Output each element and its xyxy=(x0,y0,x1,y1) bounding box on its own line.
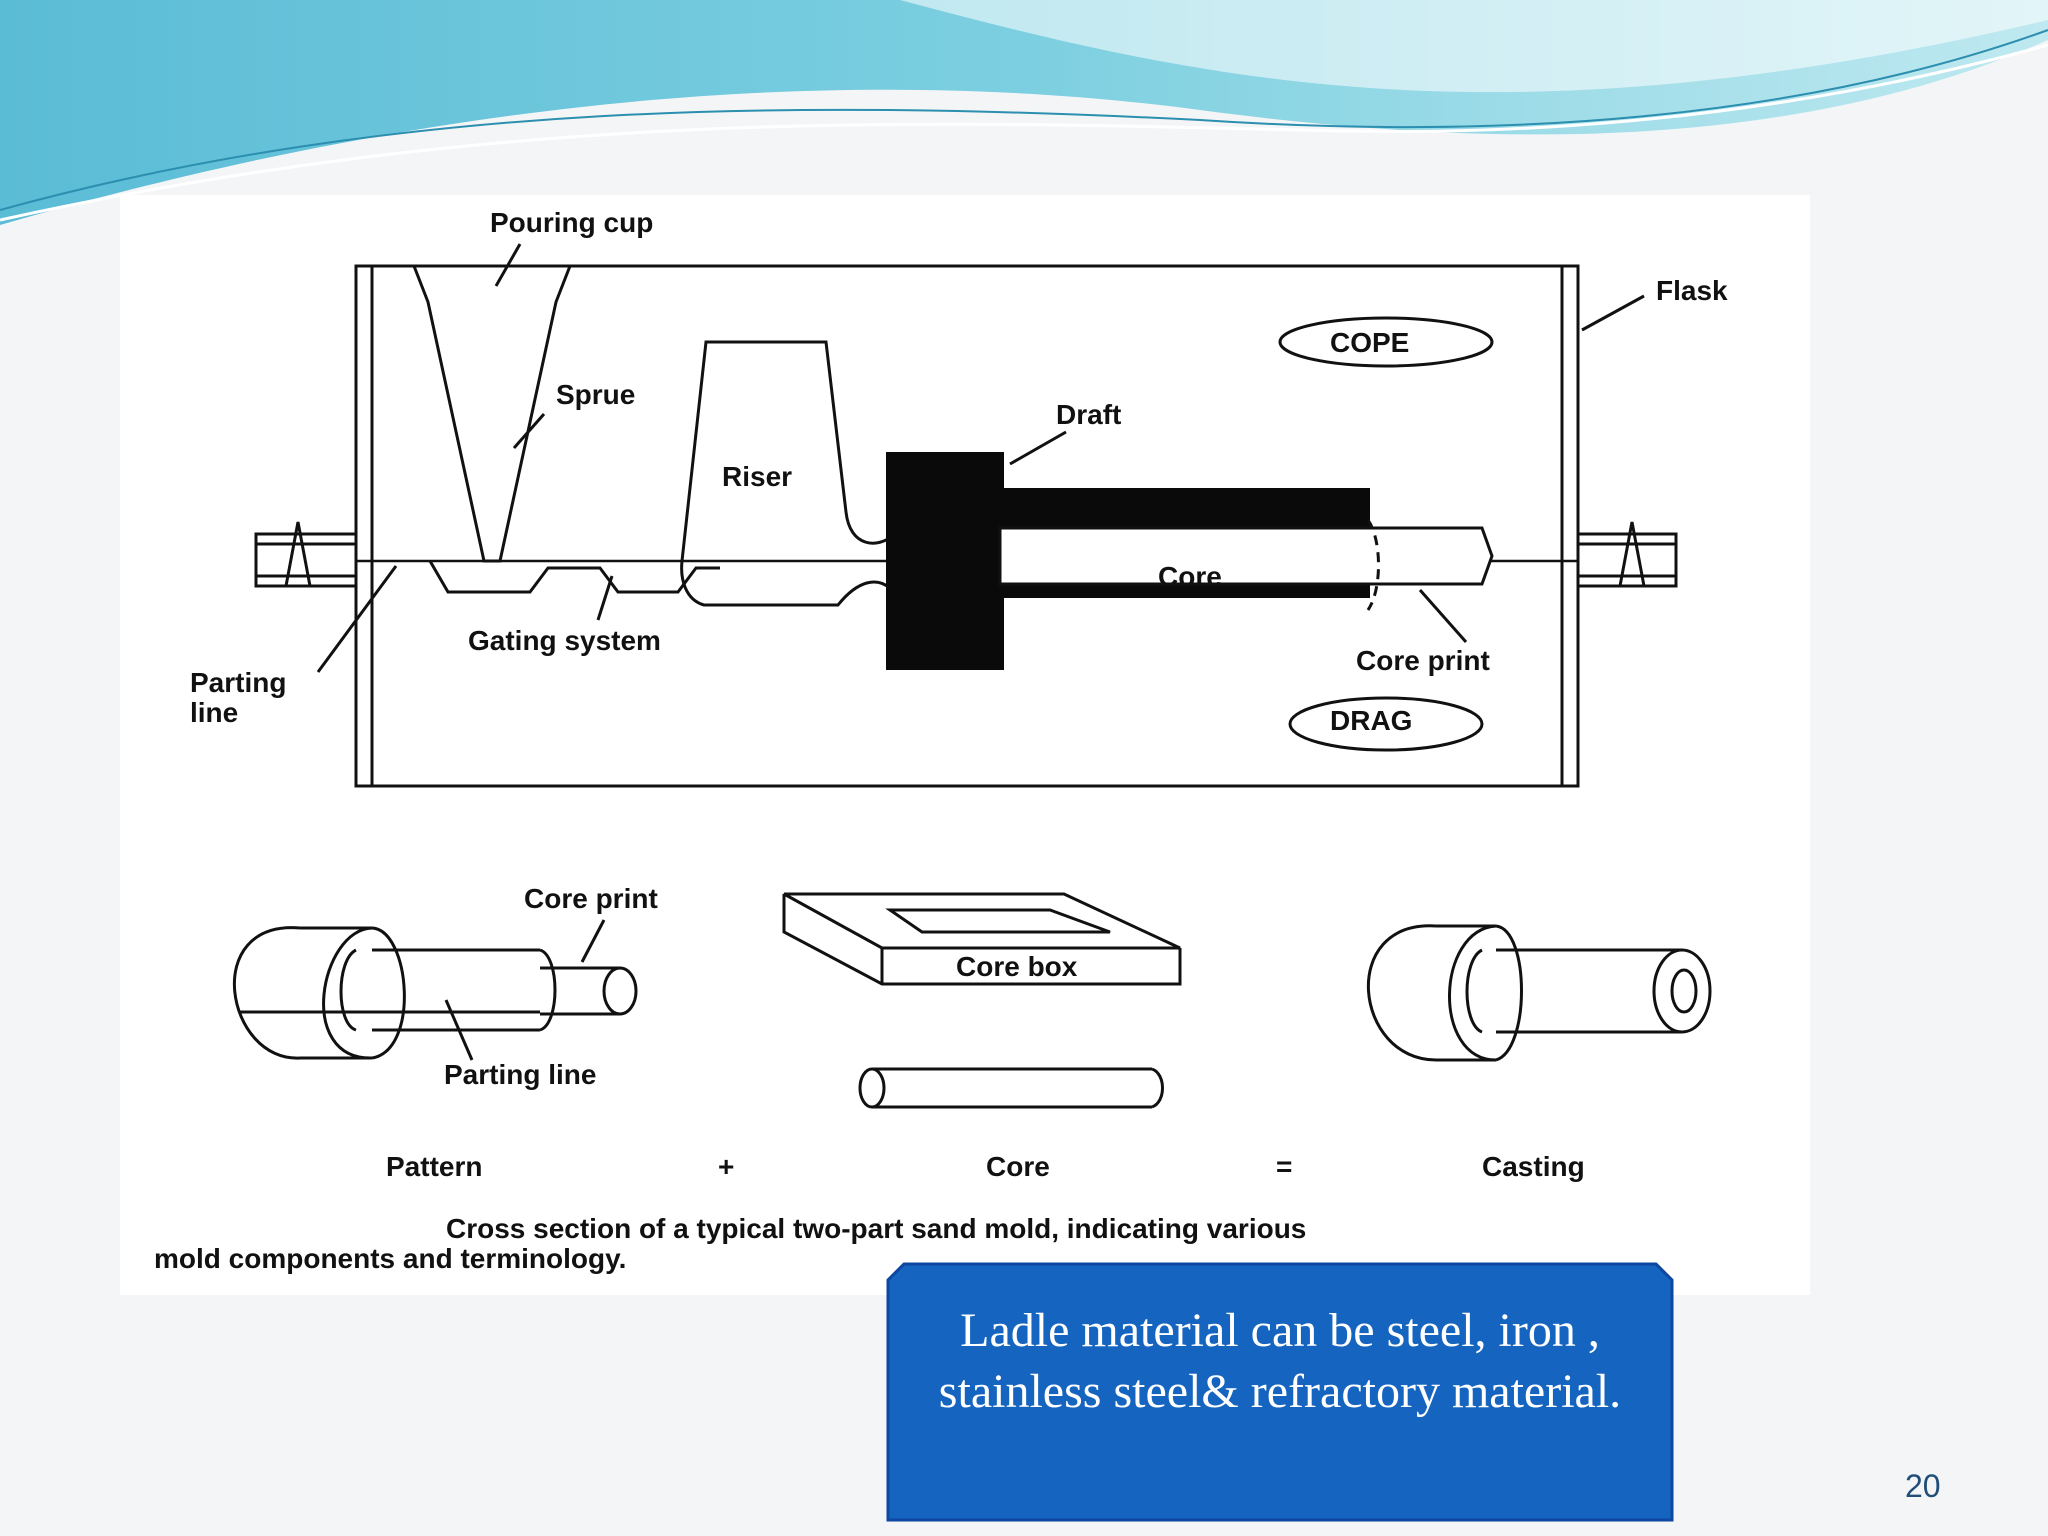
label-pouring-cup: Pouring cup xyxy=(490,207,653,238)
label-core: Core xyxy=(1158,561,1222,592)
pouring-cup-sprue xyxy=(412,265,572,563)
arrow-pattern-parting-line xyxy=(444,999,474,1061)
casting-drawing xyxy=(1367,924,1712,1062)
label-parting-line-2: line xyxy=(190,697,238,728)
arrow-flask xyxy=(1581,294,1645,332)
arrow-draft xyxy=(1009,430,1067,466)
cope-ellipse xyxy=(1278,316,1494,368)
arrow-pouring-cup xyxy=(494,243,522,287)
label-cope: COPE xyxy=(1330,327,1409,358)
label-riser: Riser xyxy=(722,461,792,492)
label-flask: Flask xyxy=(1656,275,1728,306)
core-print-dash xyxy=(1366,519,1380,611)
arrow-parting-line xyxy=(316,565,398,673)
label-plus: + xyxy=(718,1151,734,1182)
arrow-gating xyxy=(596,575,614,621)
label-pattern: Pattern xyxy=(386,1151,482,1182)
flask-outline xyxy=(354,264,1580,788)
label-draft: Draft xyxy=(1056,399,1121,430)
label-core-print: Core print xyxy=(1356,645,1490,676)
label-equals: = xyxy=(1276,1151,1292,1182)
pattern-drawing xyxy=(232,926,638,1060)
label-gating-system: Gating system xyxy=(468,625,661,656)
label-sprue: Sprue xyxy=(556,379,635,410)
core-box-drawing xyxy=(782,892,1182,986)
caption-line-1: Cross section of a typical two-part sand… xyxy=(446,1213,1306,1244)
page-number: 20 xyxy=(1905,1468,1941,1504)
core-cylinder xyxy=(858,1067,1164,1109)
arrow-pattern-core-print xyxy=(580,919,606,963)
label-core-component: Core xyxy=(986,1151,1050,1182)
flask-pin-right xyxy=(1576,521,1678,588)
flask-pin-left xyxy=(254,521,358,588)
callout-box xyxy=(886,1262,1674,1522)
label-pattern-core-print: Core print xyxy=(524,883,658,914)
label-core-box: Core box xyxy=(956,951,1078,982)
label-casting: Casting xyxy=(1482,1151,1585,1182)
core xyxy=(998,526,1494,586)
gating-system xyxy=(428,560,720,594)
label-parting-line-1: Parting xyxy=(190,667,286,698)
label-pattern-parting-line: Parting line xyxy=(444,1059,596,1090)
header-wave xyxy=(0,0,2048,225)
drag-ellipse xyxy=(1288,696,1484,752)
callout-text: Ladle material can be steel, iron , stai… xyxy=(938,1304,1622,1418)
label-drag: DRAG xyxy=(1330,705,1412,736)
caption-line-2: mold components and terminology. xyxy=(154,1243,626,1274)
sand-mold-diagram: Pouring cup Sprue Riser Draft Flask COPE… xyxy=(154,207,1728,1274)
riser xyxy=(680,340,894,607)
arrow-core-print xyxy=(1418,589,1468,643)
figure-panel xyxy=(120,195,1810,1295)
arrow-sprue xyxy=(512,413,546,449)
